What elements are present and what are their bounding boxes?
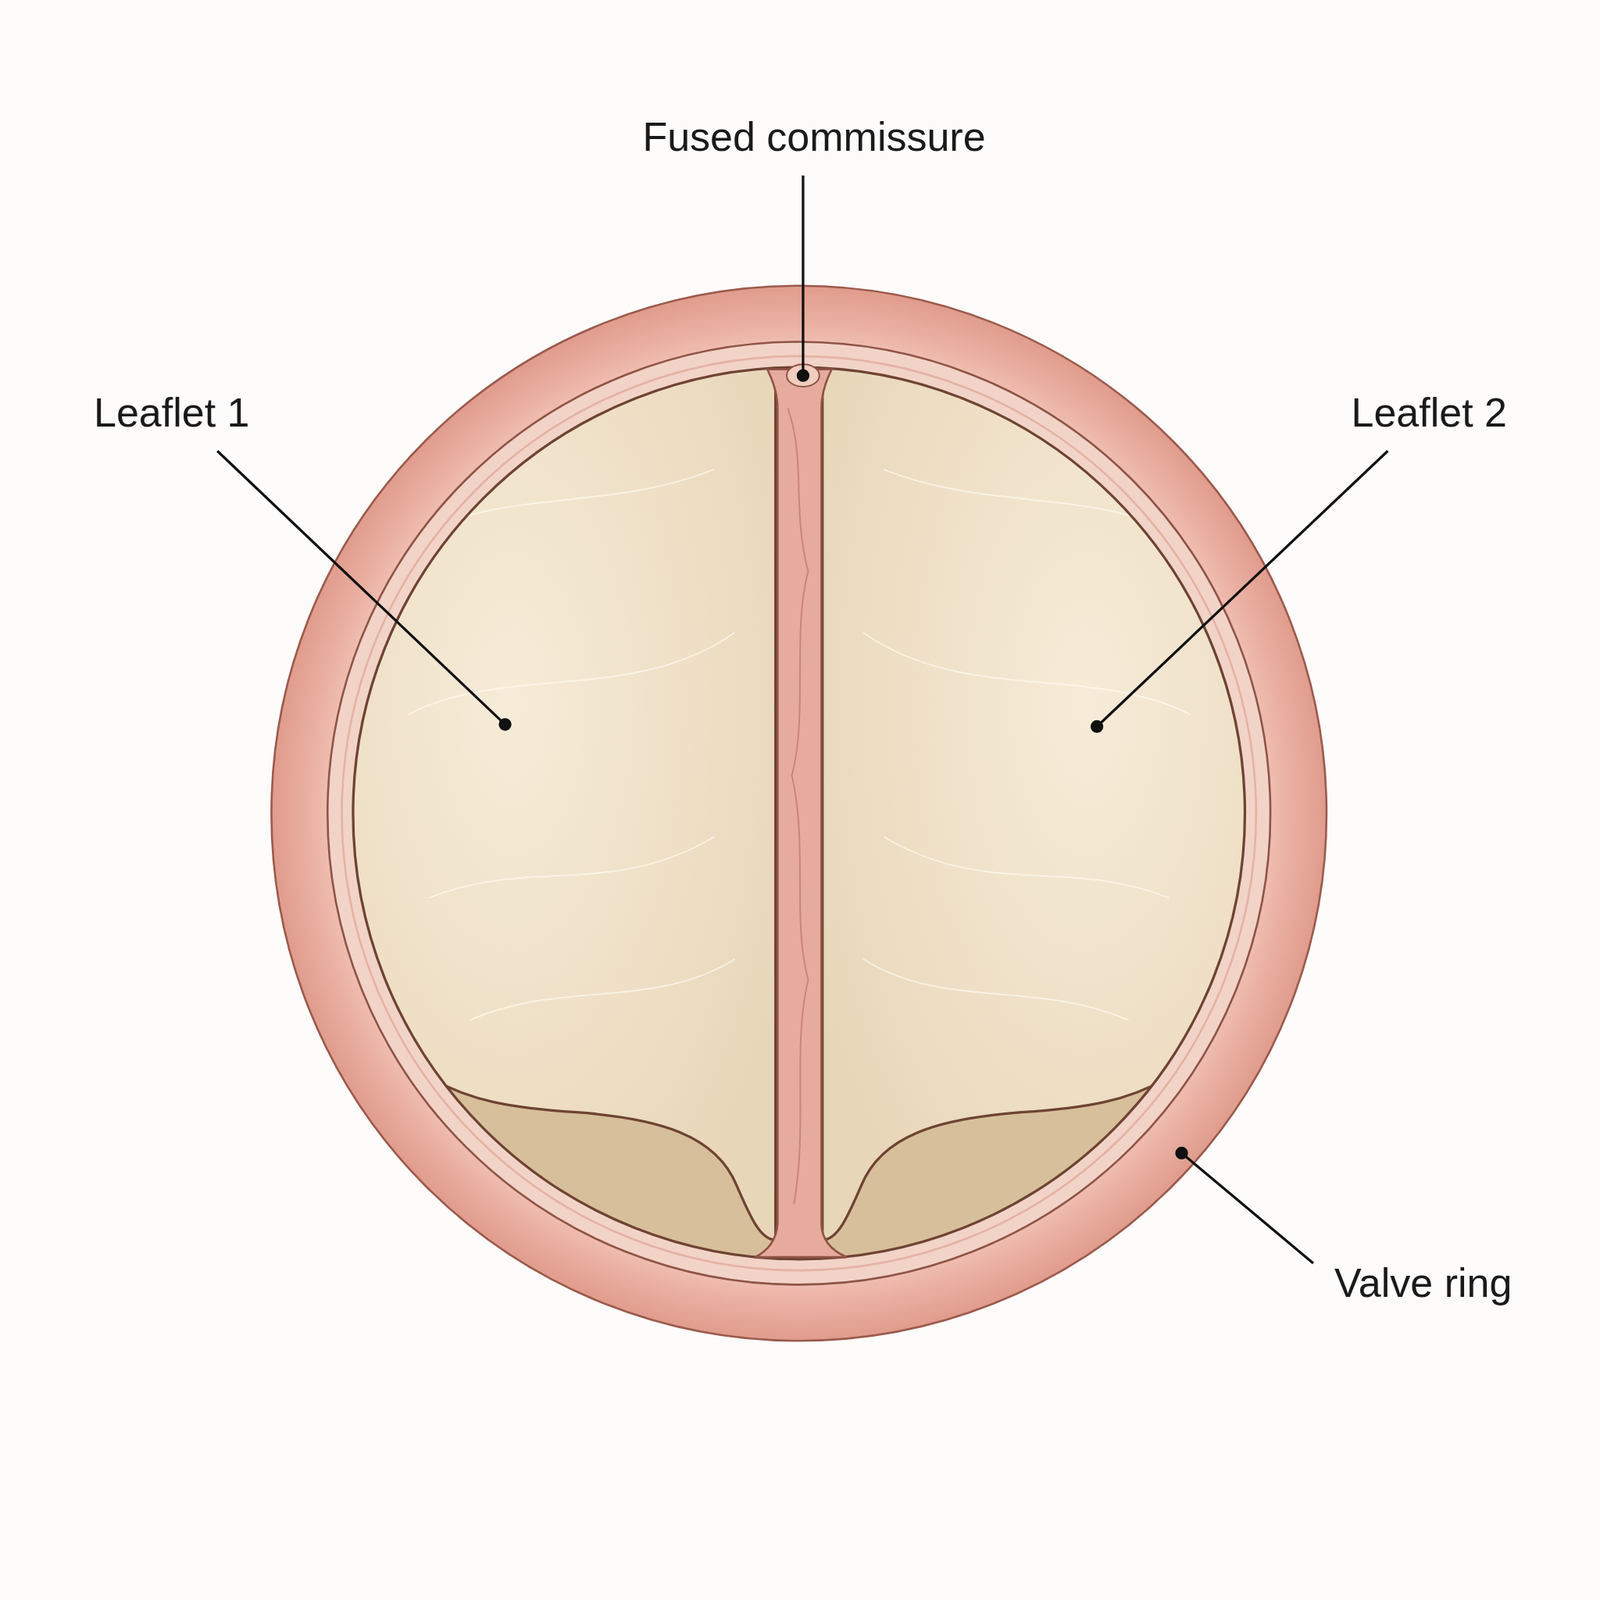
leaflet-texture: [863, 469, 1190, 1021]
leader-dot: [500, 719, 511, 730]
part-label: Valve ring: [1331, 1259, 1515, 1308]
leaflet-right: [822, 346, 1262, 1240]
leader-dot: [1092, 721, 1103, 732]
leaflets: [336, 346, 1261, 1276]
leaflet-body: [822, 346, 1262, 1240]
leader-line: [1096, 450, 1388, 727]
leaflet-body: [336, 346, 776, 1240]
leaflet-left: [336, 346, 776, 1240]
raphe: [755, 369, 848, 1258]
leader-line: [1181, 1153, 1313, 1264]
leader-dot: [1176, 1147, 1187, 1158]
raphe-texture: [787, 407, 808, 1204]
leader-dot: [797, 370, 808, 381]
leader-line: [801, 175, 804, 374]
valve-ring: [271, 285, 1327, 1342]
part-label: Fused commissure: [639, 113, 989, 161]
leaflet-rim: [353, 367, 1246, 1260]
leaflet-texture: [407, 469, 735, 1021]
leader-lines: [217, 175, 1388, 1264]
leader-line: [217, 450, 505, 725]
part-label: Leaflet 2: [1348, 389, 1511, 437]
part-label: Leaflet 1: [90, 389, 254, 437]
inner-band: [327, 342, 1271, 1286]
